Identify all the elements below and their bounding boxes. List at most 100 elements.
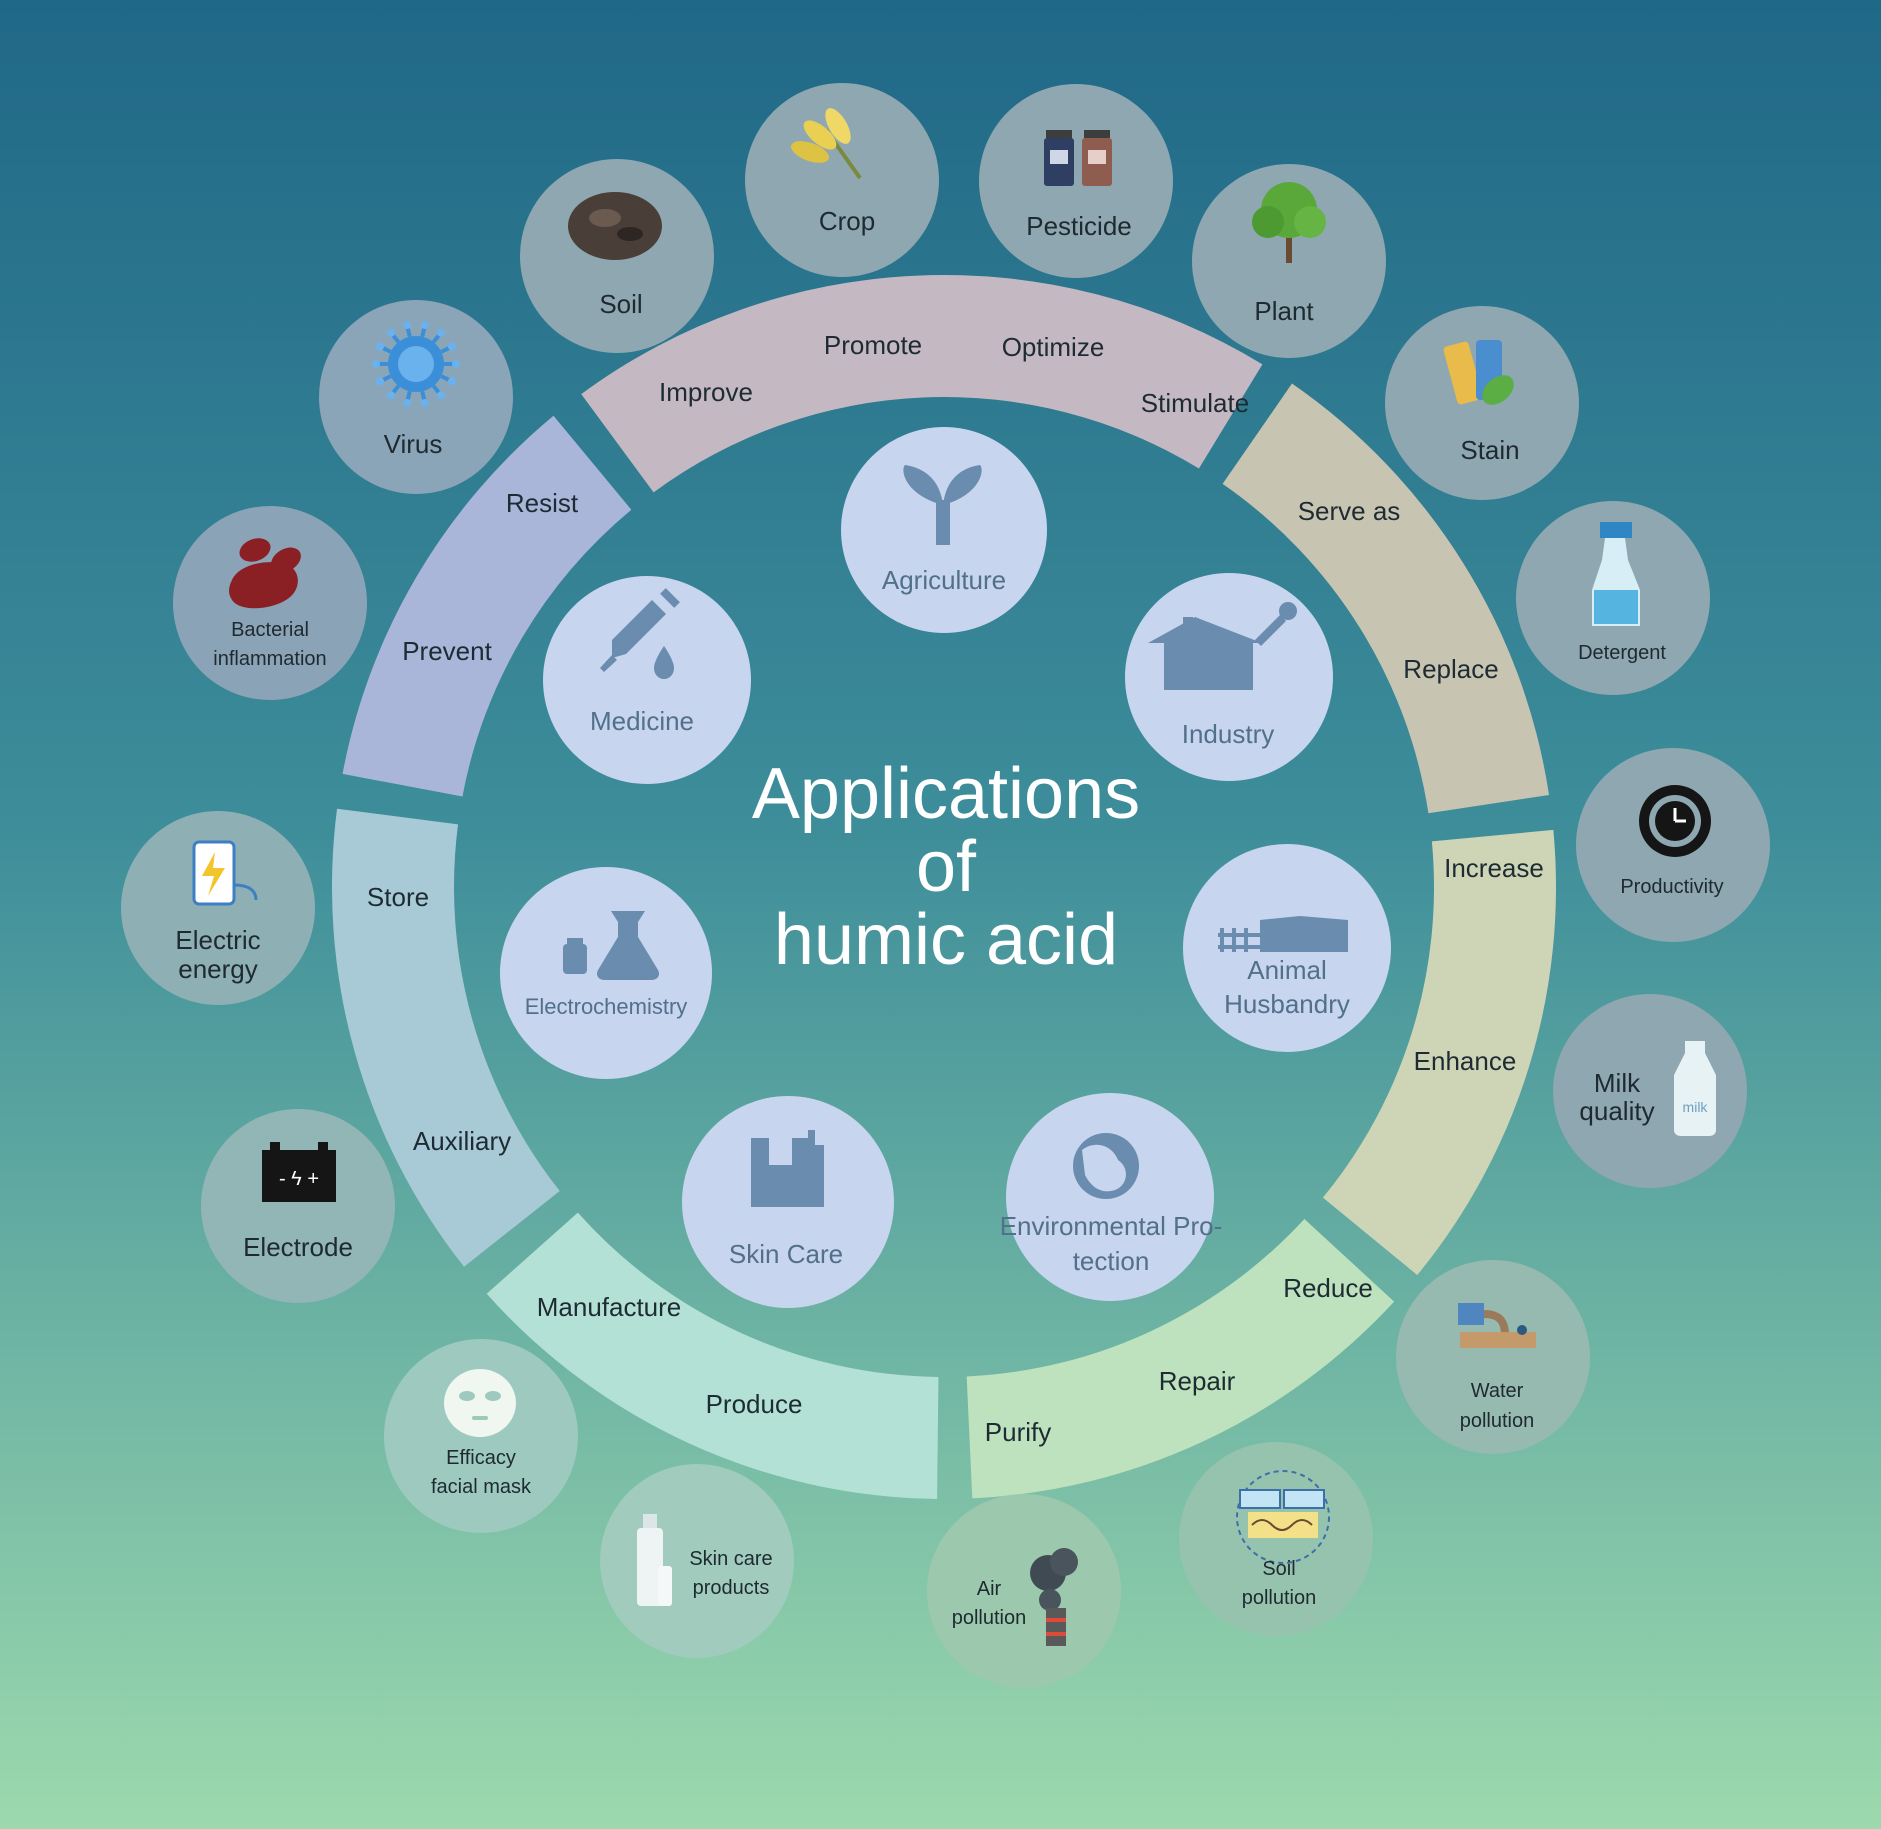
outer-item-stain[interactable]: Stain [1385, 306, 1579, 500]
flask-icon [563, 911, 660, 980]
sector-label-line-2: Husbandry [1224, 989, 1350, 1019]
jars-icon [1044, 130, 1112, 186]
virus-spike-tip [420, 321, 429, 330]
ring-segment-industry [1222, 383, 1550, 814]
virus-spike-tip [375, 342, 384, 351]
outer-item-air-pollution[interactable]: Air pollution [927, 1494, 1121, 1688]
virus-spike-tip [448, 342, 457, 351]
outer-item-virus[interactable]: Virus [319, 300, 513, 494]
verb-increase: Increase [1444, 853, 1544, 883]
battery-mark: - ϟ + [279, 1168, 319, 1190]
ring-verbs: Improve Promote Optimize Stimulate Serve… [367, 330, 1544, 1447]
outer-item-water-pollution[interactable]: Water pollution [1396, 1260, 1590, 1454]
outer-label-line-2: pollution [1242, 1587, 1317, 1609]
outer-item-plant[interactable]: Plant [1192, 164, 1386, 358]
outer-item-soil[interactable]: Soil [520, 159, 714, 353]
outer-label-line-2: pollution [1460, 1410, 1535, 1432]
ring-segment-medicine [342, 415, 632, 797]
sector-label: Medicine [590, 706, 694, 736]
title-line-3: humic acid [774, 900, 1118, 980]
barn-icon [1218, 916, 1348, 952]
syringe-icon [600, 588, 680, 679]
inner-sector-agriculture[interactable]: Agriculture [841, 427, 1047, 633]
sprout-icon [903, 465, 982, 545]
tree-icon [1252, 182, 1326, 263]
sector-label: Skin Care [729, 1239, 843, 1269]
inner-sector-skin-care[interactable]: Skin Care [682, 1096, 894, 1308]
inner-sector-environmental-protection[interactable]: Environmental Pro- tection [1000, 1093, 1223, 1301]
outer-label: Stain [1460, 435, 1519, 465]
outer-label: Plant [1254, 296, 1314, 326]
verb-stimulate: Stimulate [1141, 388, 1249, 418]
house-wrench-icon [1148, 602, 1297, 690]
inner-sector-medicine[interactable]: Medicine [543, 576, 751, 784]
ring-segment-agriculture [581, 274, 1263, 493]
ring-segment-skin-care [486, 1212, 939, 1499]
virus-spike-tip [420, 398, 429, 407]
face-mask-icon [444, 1369, 516, 1437]
virus-spike-tip [387, 328, 396, 337]
power-bank-icon [192, 840, 258, 906]
inner-sector-industry[interactable]: Industry [1125, 573, 1333, 781]
outer-item-productivity[interactable]: Productivity [1576, 748, 1770, 942]
outer-label-line-2: quality [1579, 1096, 1654, 1126]
verb-auxiliary: Auxiliary [413, 1126, 511, 1156]
outer-item-bacterial-inflammation[interactable]: Bacterial inflammation [173, 506, 367, 700]
sector-label: Agriculture [882, 565, 1006, 595]
outer-label: Pesticide [1026, 211, 1132, 241]
verb-purify: Purify [985, 1417, 1051, 1447]
outer-label-line-2: products [693, 1577, 770, 1599]
spray-bottle-icon [1592, 522, 1640, 626]
verb-store: Store [367, 882, 429, 912]
virus-spike-tip [436, 391, 445, 400]
center-title: Applications of humic acid [752, 754, 1140, 980]
swatch-icon [1443, 340, 1514, 405]
verb-resist: Resist [506, 488, 579, 518]
outer-item-detergent[interactable]: Detergent [1516, 501, 1710, 695]
sector-label-line-1: Animal [1247, 955, 1326, 985]
outer-item-crop[interactable]: Crop [745, 83, 939, 277]
outer-label: Crop [819, 206, 875, 236]
outer-label-line-1: Soil [1262, 1558, 1295, 1580]
ring-segment-electrochemistry [332, 808, 560, 1267]
sector-label: Electrochemistry [525, 994, 688, 1019]
battery-icon: - ϟ + [262, 1142, 336, 1202]
outer-label-line-1: Electric [175, 925, 260, 955]
outer-item-pesticide[interactable]: Pesticide [979, 84, 1173, 278]
virus-spike-tip [403, 398, 412, 407]
outer-item-skin-care-products[interactable]: Skin care products [600, 1464, 794, 1658]
outer-item-milk-quality[interactable]: milk Milk quality [1553, 994, 1747, 1188]
verb-optimize: Optimize [1002, 332, 1105, 362]
verb-produce: Produce [706, 1389, 803, 1419]
outer-item-electric-energy[interactable]: Electric energy [121, 811, 315, 1005]
outer-item-soil-pollution[interactable]: Soil pollution [1179, 1442, 1373, 1636]
outer-item-facial-mask[interactable]: Efficacy facial mask [384, 1339, 578, 1533]
outer-label-line-1: Efficacy [446, 1447, 516, 1469]
outer-label-line-2: inflammation [213, 648, 326, 670]
inner-sector-electrochemistry[interactable]: Electrochemistry [500, 867, 712, 1079]
milk-bottle-icon: milk [1674, 1041, 1716, 1136]
globe-icon [1073, 1133, 1139, 1199]
outer-label-line-2: energy [178, 954, 258, 984]
outer-label-line-2: pollution [952, 1607, 1027, 1629]
factory-icon [751, 1130, 824, 1207]
outer-label-line-1: Air [977, 1578, 1002, 1600]
outer-item-electrode[interactable]: - ϟ + Electrode [201, 1109, 395, 1303]
inner-sector-animal-husbandry[interactable]: Animal Husbandry [1183, 844, 1391, 1052]
outer-label-line-1: Water [1471, 1380, 1524, 1402]
verb-promote: Promote [824, 330, 922, 360]
outer-label-line-1: Bacterial [231, 619, 309, 641]
ring-segment-animal-husbandry [1322, 829, 1556, 1276]
virus-spike-tip [387, 391, 396, 400]
verb-replace: Replace [1403, 654, 1498, 684]
outer-label: Soil [599, 289, 642, 319]
outer-label-line-1: Skin care [689, 1548, 772, 1570]
outer-label-line-2: facial mask [431, 1476, 532, 1498]
outer-label: Productivity [1620, 876, 1723, 898]
verb-manufacture: Manufacture [537, 1292, 682, 1322]
outer-label-line-1: Milk [1594, 1068, 1641, 1098]
title-line-1: Applications [752, 754, 1140, 834]
virus-spike-tip [448, 377, 457, 386]
verb-improve: Improve [659, 377, 753, 407]
